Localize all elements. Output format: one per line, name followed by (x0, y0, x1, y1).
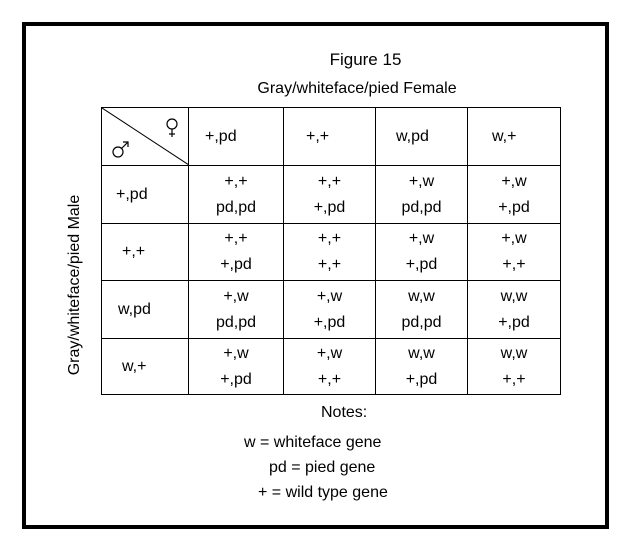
genotype-cell: +,+ +,pd (283, 165, 376, 224)
genotype-bottom: +,+ (502, 370, 526, 388)
female-parent-label: Gray/whiteface/pied Female (257, 80, 457, 97)
header-row: +,pd +,+ w,pd w,+ (101, 107, 561, 166)
female-symbol-icon (166, 118, 178, 137)
genotype-bottom: +,pd (498, 198, 530, 216)
genotype-top: +,+ (224, 172, 248, 190)
genotype-top: +,+ (317, 230, 342, 247)
genotype-bottom: +,pd (313, 313, 346, 331)
genotype-bottom: pd,pd (401, 313, 442, 331)
column-header: w,pd (375, 107, 468, 166)
note-item: w = whiteface gene (244, 434, 382, 451)
genotype-cell: w,w +,pd (375, 338, 468, 395)
genotype-cell: w,w +,+ (467, 338, 561, 395)
genotype-cell: +,w pd,pd (375, 165, 468, 224)
genotype-bottom: +,pd (405, 256, 438, 273)
genotype-cell: w,w +,pd (467, 280, 561, 339)
corner-cell (101, 107, 189, 166)
genotype-cell: +,+ +,+ (283, 223, 376, 281)
note-item: pd = pied gene (269, 459, 376, 476)
genotype-bottom: pd,pd (215, 198, 257, 216)
genotype-cell: +,w +,pd (375, 223, 468, 281)
genotype-cell: +,w +,pd (283, 280, 376, 339)
column-header: +,+ (283, 107, 376, 166)
genotype-bottom: +,+ (317, 370, 342, 388)
row-header: w,pd (101, 280, 189, 339)
genotype-top: +,+ (317, 172, 342, 190)
genotype-cell: +,w +,pd (188, 338, 284, 395)
genotype-bottom: +,pd (405, 370, 438, 388)
punnett-square: +,pd +,+ w,pd w,+ +,pd +,+ pd,pd +,+ +,p… (101, 107, 561, 395)
genotype-top: w,w (500, 344, 528, 362)
genotype-bottom: +,pd (220, 256, 252, 273)
notes-heading: Notes: (321, 404, 368, 421)
genotype-top: +,w (408, 230, 435, 247)
genotype-top: +,w (501, 230, 527, 247)
genotype-top: +,w (223, 287, 249, 305)
column-header: w,+ (467, 107, 561, 166)
genotype-cell: +,w +,pd (467, 165, 561, 224)
genotype-cell: w,w pd,pd (375, 280, 468, 339)
row-header: +,+ (101, 223, 189, 281)
row-header: +,pd (101, 165, 189, 224)
genotype-top: +,+ (224, 230, 248, 247)
genotype-top: w,w (408, 344, 435, 362)
diagonal-divider (102, 108, 188, 165)
figure-frame (22, 22, 609, 529)
genotype-top: w,w (408, 287, 435, 305)
note-item: + = wild type gene (258, 484, 388, 501)
table-row: w,pd +,w pd,pd +,w +,pd w,w pd,pd w,w +,… (101, 280, 561, 339)
genotype-bottom: +,+ (502, 256, 526, 273)
figure-title: Figure 15 (329, 50, 402, 69)
genotype-cell: +,+ +,pd (188, 223, 284, 281)
genotype-bottom: pd,pd (401, 198, 442, 216)
male-parent-label: Gray/whiteface/pied Male (66, 194, 83, 376)
male-symbol-icon (112, 141, 129, 158)
genotype-top: +,w (408, 172, 435, 190)
table-row: +,+ +,+ +,pd +,+ +,+ +,w +,pd +,w +,+ (101, 223, 561, 281)
genotype-cell: +,w +,+ (467, 223, 561, 281)
genotype-top: w,w (500, 287, 528, 305)
genotype-bottom: +,pd (313, 198, 346, 216)
genotype-bottom: +,pd (220, 370, 252, 388)
genotype-top: +,w (316, 344, 343, 362)
genotype-cell: +,+ pd,pd (188, 165, 284, 224)
genotype-top: +,w (223, 344, 249, 362)
table-row: w,+ +,w +,pd +,w +,+ w,w +,pd w,w +,+ (101, 338, 561, 395)
table-row: +,pd +,+ pd,pd +,+ +,pd +,w pd,pd +,w +,… (101, 165, 561, 224)
row-header: w,+ (101, 338, 189, 395)
genotype-bottom: pd,pd (215, 313, 257, 331)
genotype-top: +,w (316, 287, 343, 305)
genotype-top: +,w (501, 172, 527, 190)
genotype-bottom: +,+ (317, 256, 342, 273)
genotype-cell: +,w pd,pd (188, 280, 284, 339)
genotype-bottom: +,pd (498, 313, 530, 331)
genotype-cell: +,w +,+ (283, 338, 376, 395)
column-header: +,pd (188, 107, 284, 166)
